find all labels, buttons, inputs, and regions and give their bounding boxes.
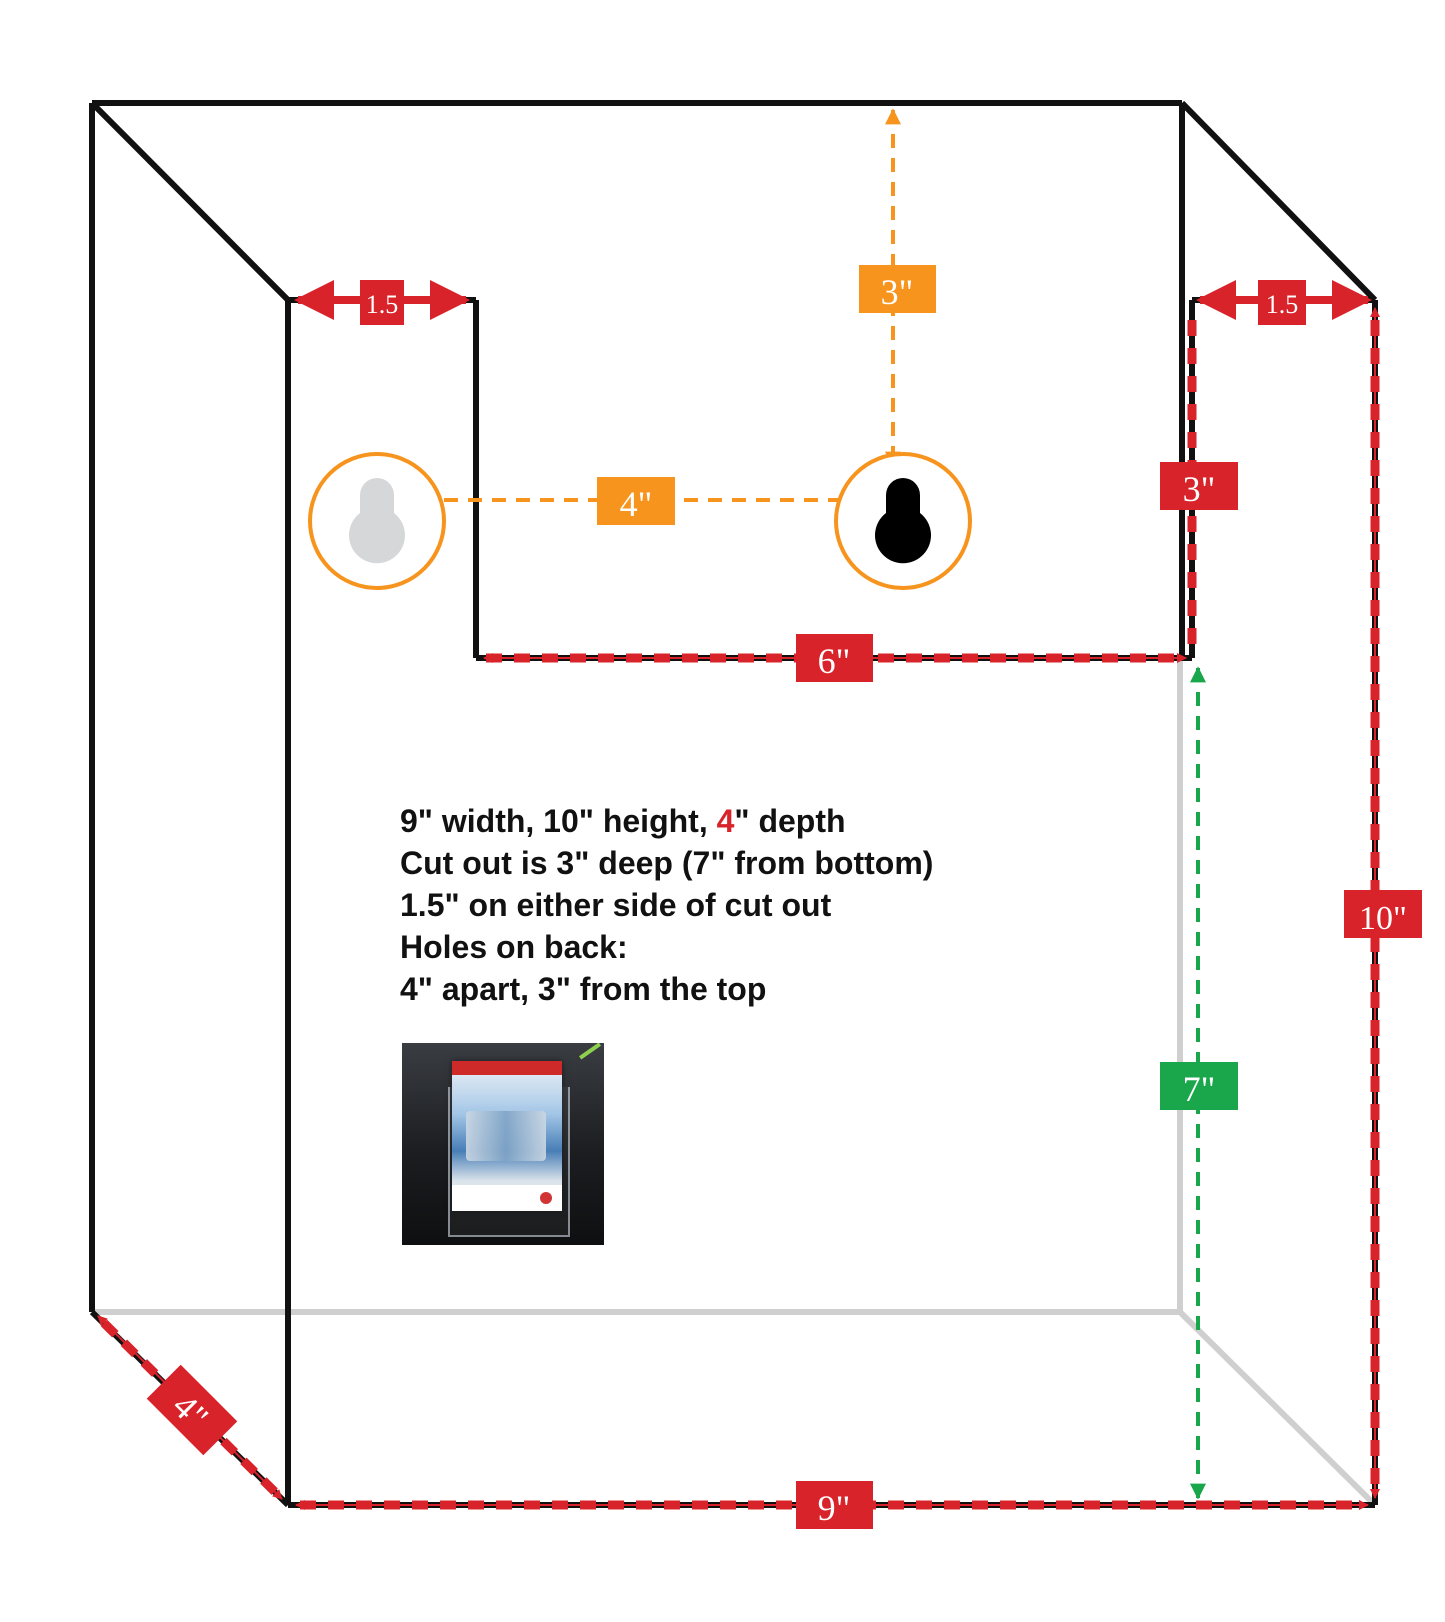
keyhole-icon	[874, 478, 931, 564]
depth-accent: 4	[716, 803, 735, 839]
svg-text:1.5: 1.5	[366, 290, 399, 319]
label-width: 9"	[796, 1481, 873, 1529]
label-top-depth-right: 1.5	[1258, 280, 1306, 325]
spec-line-2: Cut out is 3" deep (7" from bottom)	[400, 845, 934, 881]
label-cutout-depth-side: 3"	[1160, 462, 1238, 510]
acrylic-stand	[448, 1087, 570, 1237]
svg-text:7": 7"	[1183, 1069, 1216, 1109]
svg-text:10": 10"	[1359, 900, 1407, 937]
svg-text:3": 3"	[881, 272, 914, 312]
svg-text:9": 9"	[818, 1488, 851, 1528]
photo-glint	[579, 1043, 601, 1060]
brochure	[452, 1061, 562, 1211]
keyhole-icon	[349, 478, 406, 564]
svg-text:3": 3"	[1183, 469, 1216, 509]
keyhole-left	[308, 452, 446, 590]
label-cutout-width: 6"	[796, 634, 873, 682]
label-cutout-from-bottom: 7"	[1160, 1062, 1238, 1110]
spec-notes: 9" width, 10" height, 4" depth Cut out i…	[400, 800, 933, 1010]
keyhole-right	[834, 452, 972, 590]
svg-text:4": 4"	[620, 484, 653, 524]
svg-text:1.5: 1.5	[1266, 290, 1299, 319]
brochure-holder-photo	[402, 1043, 604, 1245]
label-height: 10"	[1344, 890, 1422, 938]
label-hole-from-top: 3"	[859, 265, 936, 313]
spec-line-4: Holes on back:	[400, 929, 628, 965]
spec-line-1: 9" width, 10" height, 4" depth	[400, 803, 846, 839]
svg-text:6": 6"	[818, 641, 851, 681]
label-hole-spacing: 4"	[597, 477, 675, 525]
spec-line-3: 1.5" on either side of cut out	[400, 887, 832, 923]
label-top-depth-left: 1.5	[360, 280, 404, 325]
spec-line-5: 4" apart, 3" from the top	[400, 971, 767, 1007]
hidden-edges	[92, 660, 1378, 1508]
